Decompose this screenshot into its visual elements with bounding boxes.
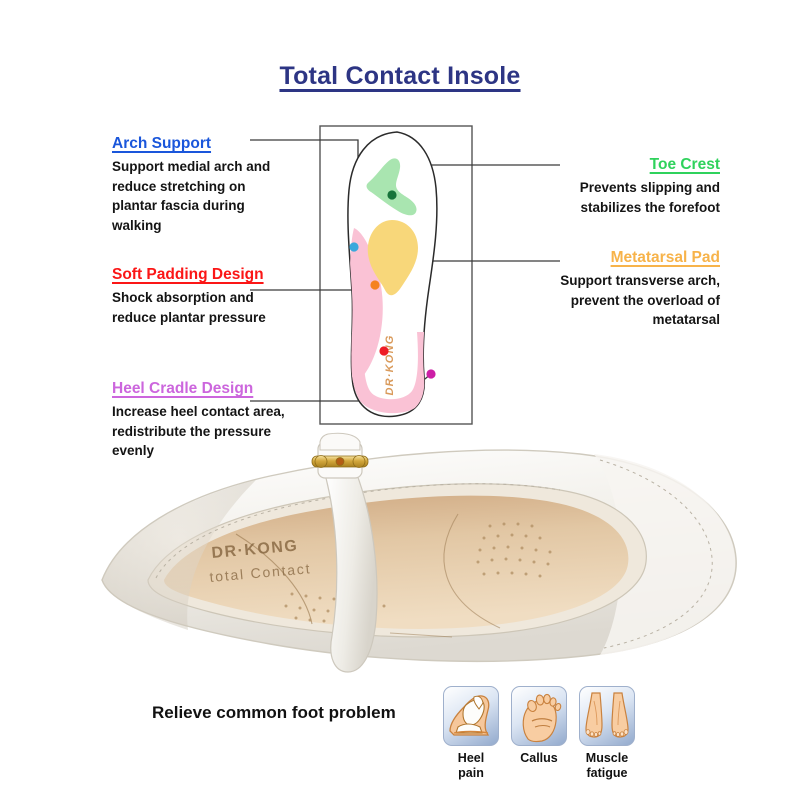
foot-side-bones-icon bbox=[449, 695, 490, 736]
dot-arch-support bbox=[349, 242, 359, 252]
callout-toe-crest-body: Prevents slipping and stabilizes the for… bbox=[579, 180, 720, 215]
callout-toe-crest: Toe Crest Prevents slipping and stabiliz… bbox=[548, 155, 720, 217]
callout-arch-support-body: Support medial arch and reduce stretchin… bbox=[112, 159, 271, 233]
relieve-heading: Relieve common foot problem bbox=[152, 703, 396, 722]
callout-metatarsal-pad: Metatarsal Pad Support transverse arch, … bbox=[548, 248, 720, 330]
shoe-heel-counter bbox=[102, 480, 256, 630]
callout-metatarsal-pad-body: Support transverse arch, prevent the ove… bbox=[560, 273, 720, 327]
callout-heel-cradle: Heel Cradle Design Increase heel contact… bbox=[112, 379, 307, 461]
shoe-stitching bbox=[155, 483, 561, 579]
diagram-frame bbox=[319, 125, 473, 425]
leader-arch-support bbox=[250, 139, 359, 248]
callout-heel-cradle-body: Increase heel contact area, redistribute… bbox=[112, 404, 285, 458]
callout-arch-support: Arch Support Support medial arch and red… bbox=[112, 134, 287, 235]
foot-top-icon bbox=[522, 693, 562, 743]
callout-soft-padding-heading: Soft Padding Design bbox=[112, 266, 264, 283]
heel-pain-tile bbox=[443, 686, 499, 746]
shoe-toe-cap bbox=[594, 454, 736, 655]
pad-green-toe-crest bbox=[366, 158, 417, 216]
insole-brand-label: DR·KONG bbox=[384, 335, 396, 396]
callout-metatarsal-pad-heading: Metatarsal Pad bbox=[610, 249, 720, 266]
shoe-strap bbox=[325, 471, 378, 673]
shoe-insole bbox=[164, 495, 629, 629]
marker-dots bbox=[349, 190, 436, 379]
callout-heel-cradle-heading: Heel Cradle Design bbox=[112, 380, 254, 397]
pad-yellow-metatarsal bbox=[367, 220, 418, 296]
callout-arch-support-heading: Arch Support bbox=[112, 135, 212, 152]
problem-label-callus: Callus bbox=[520, 751, 558, 765]
dot-toe-crest bbox=[387, 190, 397, 200]
callout-soft-padding: Soft Padding Design Shock absorption and… bbox=[112, 265, 292, 327]
page-title: Total Contact Insole bbox=[279, 62, 521, 90]
insole-contour-line bbox=[235, 533, 313, 625]
dot-soft-padding bbox=[379, 346, 389, 356]
dot-heel-cradle bbox=[426, 369, 436, 379]
shoe-strap-tongue bbox=[319, 432, 361, 451]
insole-size-stamp bbox=[389, 632, 453, 638]
shoe-stitching-toe bbox=[599, 459, 713, 649]
insole-contour-line-2 bbox=[443, 513, 501, 629]
shoe-buckle-gold bbox=[311, 455, 369, 468]
callout-soft-padding-body: Shock absorption and reduce plantar pres… bbox=[112, 290, 266, 325]
two-feet-front-icon bbox=[585, 692, 629, 738]
muscle-fatigue-tile bbox=[579, 686, 635, 746]
callus-tile bbox=[511, 686, 567, 746]
dot-metatarsal-pad bbox=[370, 280, 380, 290]
pad-pink-heel bbox=[350, 332, 431, 414]
insole-diagram: DR·KONG bbox=[250, 110, 560, 440]
callout-toe-crest-heading: Toe Crest bbox=[649, 156, 720, 173]
shoe-photo: DR·KONG total Contact bbox=[60, 430, 760, 690]
problem-item-callus[interactable]: Callus bbox=[511, 686, 567, 781]
insole-shape: DR·KONG bbox=[347, 131, 438, 418]
